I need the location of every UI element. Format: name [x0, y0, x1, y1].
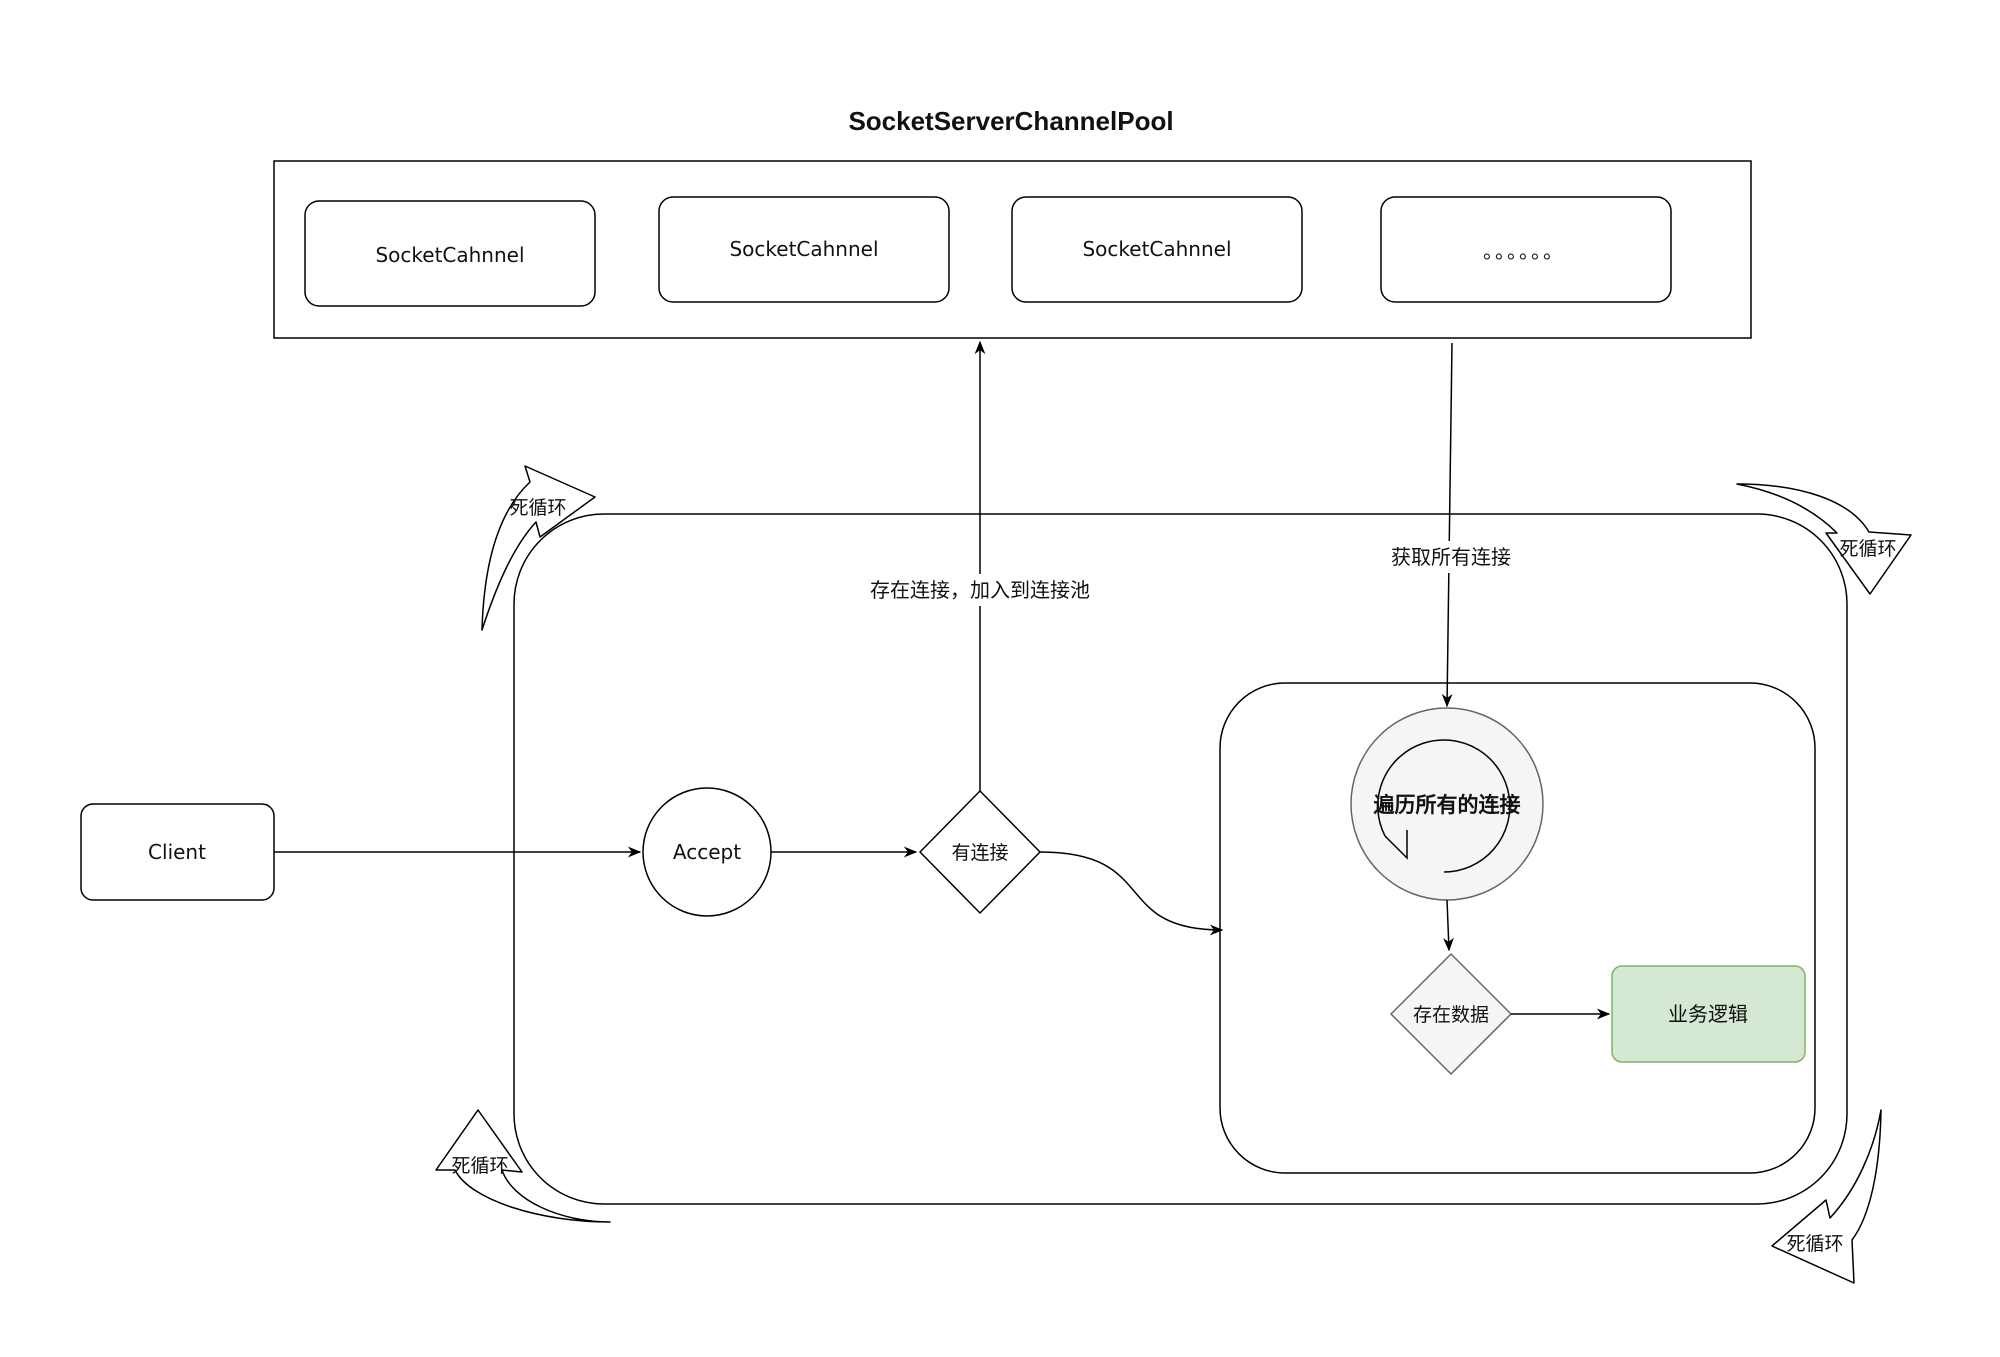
loop-cycle-arrowhead-icon: [1384, 830, 1408, 860]
client-node[interactable]: Client: [80, 803, 275, 901]
edge-iterate-to-has-data[interactable]: [1443, 899, 1454, 952]
loop-arrow-bottom-left: 死循环: [435, 1109, 611, 1223]
loop-arrow-bottom-right: 死循环: [1771, 1109, 1882, 1284]
pool-channel-3[interactable]: SocketCahnnel: [1011, 196, 1303, 303]
pool-channel-1[interactable]: SocketCahnnel: [304, 200, 596, 307]
pool-channel-more[interactable]: 。。。。。。: [1380, 196, 1672, 303]
edge-label-get-all: 获取所有连接: [1391, 545, 1511, 569]
has-data-label: 存在数据: [1413, 1004, 1489, 1026]
curved-arrow-icon: [1771, 1109, 1882, 1284]
loop-arrow-top-right: 死循环: [1736, 483, 1912, 595]
iterate-connections-node[interactable]: 遍历所有的连接: [1350, 707, 1544, 901]
has-connection-label: 有连接: [951, 842, 1008, 864]
loop-arrow-label-4: 死循环: [1786, 1233, 1843, 1255]
loop-arrow-top-left: 死循环: [481, 465, 596, 631]
client-label: Client: [148, 840, 206, 864]
has-connection-decision[interactable]: 有连接: [919, 790, 1041, 914]
curved-arrow-icon: [481, 465, 596, 631]
edge-decision-to-processing[interactable]: [1039, 851, 1224, 936]
accept-node[interactable]: Accept: [642, 787, 772, 917]
diagram-title: SocketServerChannelPool: [848, 106, 1173, 136]
accept-label: Accept: [673, 840, 741, 864]
has-data-decision[interactable]: 存在数据: [1390, 953, 1512, 1075]
iterate-connections-label: 遍历所有的连接: [1374, 793, 1521, 817]
curved-arrow-icon: [435, 1109, 611, 1223]
loop-arrow-label-3: 死循环: [451, 1155, 508, 1177]
pool-channel-1-label: SocketCahnnel: [375, 243, 524, 267]
loop-cycle-icon: [1377, 739, 1511, 873]
loop-arrow-label-1: 死循环: [509, 497, 566, 519]
edge-pool-to-iterate[interactable]: [1441, 342, 1453, 708]
event-loop-container[interactable]: [513, 513, 1848, 1205]
edge-label-add-to-pool: 存在连接，加入到连接池: [870, 578, 1090, 602]
curved-arrow-icon: [1736, 483, 1912, 595]
business-logic-label: 业务逻辑: [1668, 1002, 1748, 1026]
pool-channel-2-label: SocketCahnnel: [729, 237, 878, 261]
pool-channel-3-label: SocketCahnnel: [1082, 237, 1231, 261]
pool-channel-more-label: 。。。。。。: [1483, 239, 1565, 263]
pool-channel-2[interactable]: SocketCahnnel: [658, 196, 950, 303]
business-logic-node[interactable]: 业务逻辑: [1611, 965, 1806, 1063]
loop-arrow-label-2: 死循环: [1839, 538, 1896, 560]
